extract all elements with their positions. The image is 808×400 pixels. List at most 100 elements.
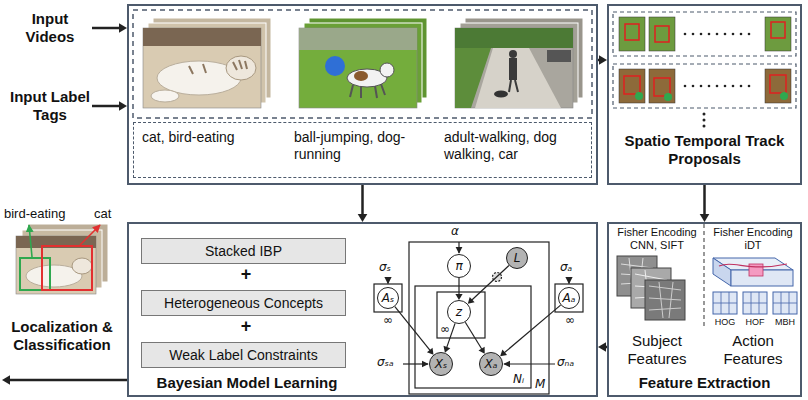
feature-figures-part xyxy=(713,292,737,314)
connector-line xyxy=(92,27,121,30)
node-text: Feature Extraction xyxy=(611,374,798,392)
track-thumbnails-part-part xyxy=(684,85,687,88)
connector-line xyxy=(458,278,459,295)
track-thumbnails-part-part xyxy=(732,33,735,36)
plate-diagram-part xyxy=(415,286,531,388)
track-thumbnails-part xyxy=(624,76,640,94)
video-strip-part xyxy=(350,84,385,98)
track-thumbnails-part-part xyxy=(703,125,706,128)
connector xyxy=(395,307,434,355)
feature-figures-part xyxy=(743,292,767,314)
track-thumbnails-part-part xyxy=(740,33,743,36)
component-box: Stacked IBP xyxy=(141,238,346,264)
node-text: Action Features xyxy=(707,332,799,368)
track-thumbnails-part xyxy=(684,33,751,128)
variable-node: π xyxy=(447,254,471,278)
output-figure-part xyxy=(72,258,92,274)
track-thumbnails-part xyxy=(649,17,675,51)
hyperparameter: σₛₐ xyxy=(377,355,394,369)
track-thumbnails-part-part xyxy=(716,85,719,88)
node-text: Bayesian Model Learning xyxy=(137,374,357,392)
connector xyxy=(500,305,560,356)
arrow-head xyxy=(427,348,434,355)
arrow-head xyxy=(119,23,127,33)
output-figure-part xyxy=(42,246,92,290)
plate-count: ∞ xyxy=(440,322,450,336)
track-thumbnails-part-part xyxy=(732,85,735,88)
feature-figures-part xyxy=(749,264,763,276)
component-box: Weak Label Constraints xyxy=(141,342,346,368)
plate-diagram-part xyxy=(458,242,459,253)
feature-figures-part xyxy=(649,282,681,318)
video-strip-part xyxy=(143,28,261,46)
node-text: Weak Label Constraints xyxy=(169,347,317,364)
video-strip-part xyxy=(509,58,517,80)
node-text: π xyxy=(455,259,462,273)
observed-node: L xyxy=(506,247,528,269)
track-thumbnails-part-part xyxy=(692,33,695,36)
arrow-head xyxy=(2,375,10,385)
descriptor-name: HOG xyxy=(712,317,738,327)
video-strip-part xyxy=(299,28,417,50)
arrow-head xyxy=(598,342,606,352)
track-thumbnails-part-part xyxy=(692,85,695,88)
node-text: Aₐ xyxy=(563,291,576,305)
node-text: Xₐ xyxy=(485,357,498,371)
track-thumbnails-part-part xyxy=(684,33,687,36)
input-panel: cat, bird-eating ball-jumping, dog-runnin… xyxy=(127,4,598,185)
variable-node: Aₐ xyxy=(558,287,580,309)
connector xyxy=(465,322,484,354)
connector xyxy=(455,278,462,300)
track-thumbnails-part xyxy=(655,26,669,42)
plate-diagram-part xyxy=(387,278,388,284)
track-thumbnails-part-part xyxy=(700,85,703,88)
node-text: Input Videos xyxy=(8,10,92,46)
track-thumbnails-part-part xyxy=(740,85,743,88)
plate-diagram-part xyxy=(409,242,549,394)
node-text: cat, bird-eating xyxy=(142,129,282,146)
node-text: Heterogeneous Concepts xyxy=(164,295,323,312)
track-thumbnails-part xyxy=(770,75,786,93)
connector xyxy=(598,55,607,65)
video-strip-part xyxy=(299,28,417,108)
feature-figures-part xyxy=(645,280,685,320)
tag-row: cat, bird-eating ball-jumping, dog-runnin… xyxy=(133,122,592,178)
track-thumbnails-part xyxy=(619,17,645,51)
track-thumbnails-part xyxy=(625,24,639,40)
connector-line xyxy=(395,307,431,351)
node-text: Fisher Encoding CNN, SIFT xyxy=(611,226,703,252)
connector xyxy=(358,185,368,222)
node-text: Spatio Temporal Track Proposals xyxy=(614,132,795,168)
result-tag: bird-eating xyxy=(4,206,65,221)
node-text: ball-jumping, dog-running xyxy=(294,129,434,163)
track-thumbnails-part xyxy=(765,17,791,51)
node-text: Input Label Tags xyxy=(8,88,92,124)
proposal-panel: Spatio Temporal Track Proposals xyxy=(607,4,802,185)
plate-count: M xyxy=(535,377,545,391)
track-thumbnails-part-part xyxy=(708,33,711,36)
observed-node: Xₛ xyxy=(429,352,453,376)
video-strip-part xyxy=(380,63,394,77)
track-thumbnails-part xyxy=(771,22,785,38)
track-thumbnails-part-part xyxy=(700,33,703,36)
node-text: z xyxy=(456,305,462,319)
track-thumbnails-part xyxy=(619,69,645,103)
descriptor-name: HOF xyxy=(742,317,768,327)
node-text: Subject Features xyxy=(611,332,703,368)
output-figure-part xyxy=(20,258,50,290)
component-box: Heterogeneous Concepts xyxy=(141,290,346,316)
video-strip-part xyxy=(354,71,368,81)
connector-line xyxy=(703,185,706,216)
hyperparameter: σₐ xyxy=(560,260,572,274)
node-text: adult-walking, dog walking, car xyxy=(444,129,584,163)
video-strip-part xyxy=(133,10,592,118)
track-thumbnails-part-part xyxy=(724,85,727,88)
arrow-head xyxy=(599,55,607,65)
video-strip xyxy=(133,10,592,118)
track-thumbnails-part xyxy=(780,92,788,100)
track-thumbnails-part xyxy=(649,69,675,103)
result-tag: cat xyxy=(94,206,111,221)
track-thumbnails-part xyxy=(664,93,672,101)
